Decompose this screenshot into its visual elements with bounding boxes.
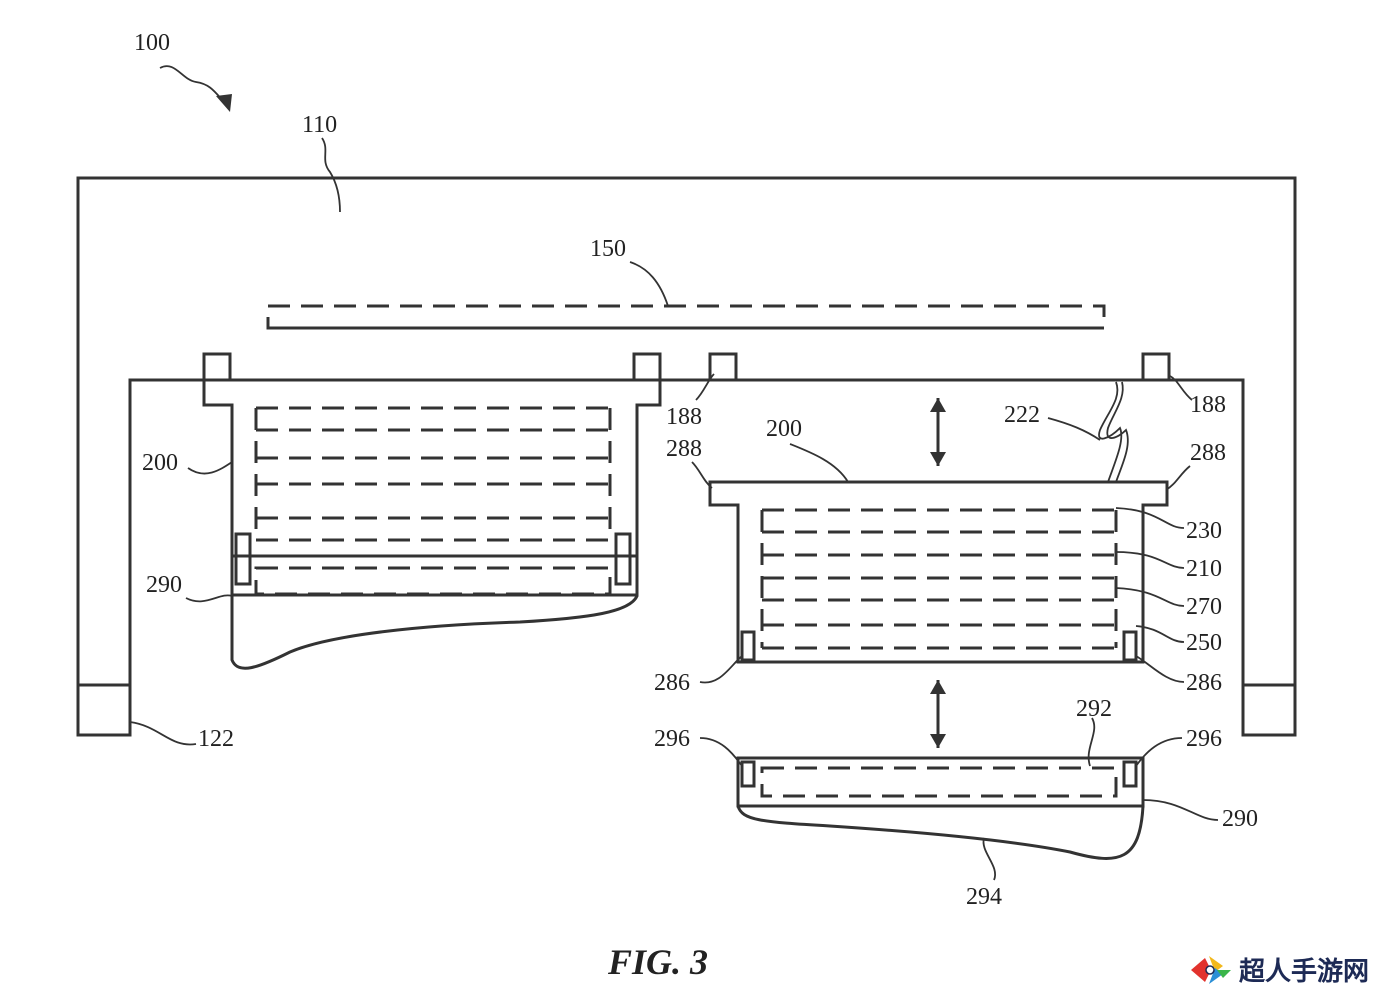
cartridge-200-right-dashes <box>760 508 1118 650</box>
label-288-a: 288 <box>666 436 702 462</box>
leader-200-a <box>187 461 233 475</box>
leader-286-b <box>1135 655 1185 683</box>
arrow-lower <box>930 680 946 748</box>
leader-250 <box>1135 625 1185 643</box>
tray-290-right <box>736 756 1145 808</box>
label-270: 270 <box>1186 594 1222 620</box>
label-100: 100 <box>134 30 170 56</box>
cartridge-200-left <box>202 380 662 597</box>
label-290-b: 290 <box>1222 806 1258 832</box>
tray-292-left <box>254 566 612 596</box>
label-250: 250 <box>1186 630 1222 656</box>
cartridge-200-left-dashes <box>254 406 612 542</box>
component-150 <box>266 304 1106 330</box>
clip-296-a <box>740 760 756 788</box>
watermark: 超人手游网 <box>1187 951 1369 988</box>
tray-292-right <box>760 766 1118 798</box>
latch-188-c <box>708 352 738 382</box>
foot-122-left <box>76 683 132 737</box>
clip-286-left-b <box>614 532 632 586</box>
label-210: 210 <box>1186 556 1222 582</box>
leader-122 <box>129 721 197 746</box>
leader-290-a <box>185 594 233 603</box>
leader-270 <box>1115 587 1185 607</box>
latch-188-b <box>632 352 662 382</box>
label-188-a: 188 <box>666 404 702 430</box>
leader-230 <box>1115 507 1185 529</box>
leader-150 <box>629 261 669 307</box>
label-222: 222 <box>1004 402 1040 428</box>
label-286-a: 286 <box>654 670 690 696</box>
leader-210 <box>1115 551 1185 569</box>
cable-222-b <box>1106 381 1129 483</box>
clip-286-left-a <box>234 532 252 586</box>
label-286-b: 286 <box>1186 670 1222 696</box>
leader-296-b <box>1135 737 1183 767</box>
label-294: 294 <box>966 884 1002 910</box>
label-288-b: 288 <box>1190 440 1226 466</box>
leader-292 <box>1087 717 1096 767</box>
watermark-logo-icon <box>1190 955 1231 984</box>
clip-286-right-b <box>1122 630 1138 662</box>
leader-188-a <box>695 373 715 401</box>
leader-294 <box>982 837 997 881</box>
arrow-100 <box>159 65 225 103</box>
leader-290-b <box>1142 799 1219 821</box>
label-296-b: 296 <box>1186 726 1222 752</box>
label-110: 110 <box>302 112 337 138</box>
leader-188-b <box>1169 375 1193 401</box>
leader-286-a <box>699 655 743 684</box>
label-200-b: 200 <box>766 416 802 442</box>
foot-122-right <box>1241 683 1297 737</box>
leader-222 <box>1047 417 1101 441</box>
leader-288-b <box>1165 465 1191 491</box>
clip-286-right-a <box>740 630 756 662</box>
arrow-upper <box>930 398 946 466</box>
clip-296-b <box>1122 760 1138 788</box>
cable-222 <box>1098 381 1123 483</box>
label-230: 230 <box>1186 518 1222 544</box>
leader-296-a <box>699 737 743 767</box>
label-296-a: 296 <box>654 726 690 752</box>
label-122: 122 <box>198 726 234 752</box>
label-290-a: 290 <box>146 572 182 598</box>
label-292: 292 <box>1076 696 1112 722</box>
figure-caption: FIG. 3 <box>607 942 708 982</box>
label-188-b: 188 <box>1190 392 1226 418</box>
leader-288-a <box>691 461 713 489</box>
leader-110 <box>321 137 341 213</box>
label-200-a: 200 <box>142 450 178 476</box>
arrow-100-head <box>216 94 232 112</box>
watermark-text: 超人手游网 <box>1238 957 1369 987</box>
latch-188-d <box>1141 352 1171 382</box>
bag-290-left <box>230 595 639 670</box>
label-150: 150 <box>590 236 626 262</box>
latch-188-a <box>202 352 232 382</box>
leader-200-b <box>789 443 849 483</box>
bag-294 <box>736 805 1145 860</box>
